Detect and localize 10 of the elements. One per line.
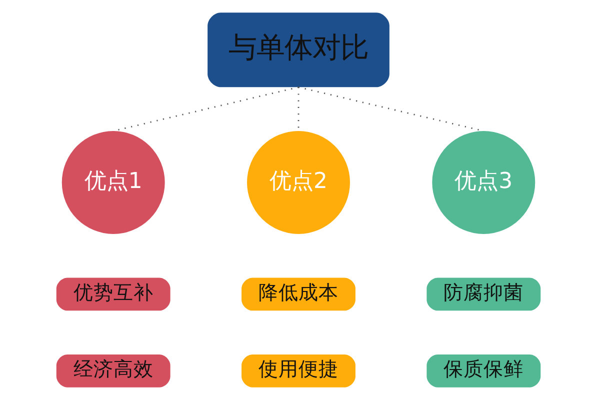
node-box: 降低成本 <box>242 278 356 311</box>
node-box: 防腐抑菌 <box>426 278 541 311</box>
node-box: 与单体对比 <box>208 12 390 88</box>
node-box: 优势互补 <box>56 278 170 311</box>
node-box: 经济高效 <box>56 354 170 388</box>
node-circle: 优点2 <box>247 130 350 234</box>
node-circle: 优点3 <box>432 130 536 234</box>
node-box: 保质保鲜 <box>426 354 541 388</box>
node-circle: 优点1 <box>62 130 165 234</box>
node-box: 使用便捷 <box>242 354 356 388</box>
